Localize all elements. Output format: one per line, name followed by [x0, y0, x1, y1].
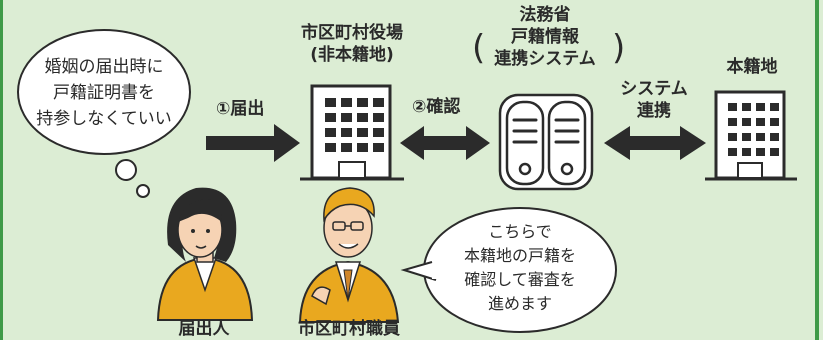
applicant-label: 届出人: [178, 319, 230, 339]
applicant-person-icon: [156, 187, 254, 321]
moj-system-label-right-paren: ): [612, 28, 626, 68]
staff-bubble-line-3: 確認して審査を: [464, 270, 576, 289]
moj-system-label-line-1: 法務省: [519, 5, 571, 25]
system-link-label: システム 連携: [614, 78, 694, 122]
moj-system-label: 法務省 戸籍情報 連携システム: [480, 4, 610, 70]
applicant-bubble-line-1: 婚姻の届出時に: [44, 57, 164, 77]
applicant-bubble-line-2: 戸籍証明書を: [53, 83, 155, 103]
staff-speech-bubble: [400, 207, 617, 333]
system-link-label-line-1: システム: [620, 79, 688, 99]
staff-label: 市区町村職員: [298, 319, 400, 339]
system-link-double-arrow: [604, 126, 706, 160]
frame-left-border: [0, 0, 3, 340]
confirmation-label: ②確認: [412, 97, 461, 117]
submission-label: ①届出: [216, 99, 265, 119]
municipal-office-label: 市区町村役場 (非本籍地): [282, 22, 422, 66]
applicant-speech-bubble: [17, 29, 191, 198]
registered-domicile-building-icon: [705, 90, 797, 181]
registered-domicile-label: 本籍地: [726, 57, 778, 77]
staff-bubble-line-1: こちらで: [488, 222, 552, 241]
municipal-office-building-icon: [300, 84, 404, 181]
staff-bubble-line-2: 本籍地の戸籍を: [463, 246, 576, 265]
system-link-label-line-2: 連携: [637, 101, 671, 121]
staff-bubble-text: こちらで 本籍地の戸籍を 確認して審査を 進めます: [440, 220, 600, 316]
moj-system-label-line-2: 戸籍情報: [511, 27, 579, 47]
applicant-bubble-line-3: 持参しなくていい: [36, 109, 172, 129]
moj-system-label-left-paren: (: [472, 28, 486, 68]
staff-person-icon: [298, 187, 400, 323]
confirmation-double-arrow: [400, 126, 490, 160]
applicant-bubble-text: 婚姻の届出時に 戸籍証明書を 持参しなくていい: [34, 54, 174, 132]
submission-arrow: [206, 124, 300, 162]
frame-right-border: [815, 0, 819, 340]
moj-system-label-line-3: 連携システム: [494, 49, 596, 69]
municipal-office-label-line-2: (非本籍地): [310, 45, 394, 65]
municipal-office-label-line-1: 市区町村役場: [301, 23, 403, 43]
server-system-icon: [498, 93, 594, 191]
staff-bubble-line-4: 進めます: [487, 294, 552, 313]
